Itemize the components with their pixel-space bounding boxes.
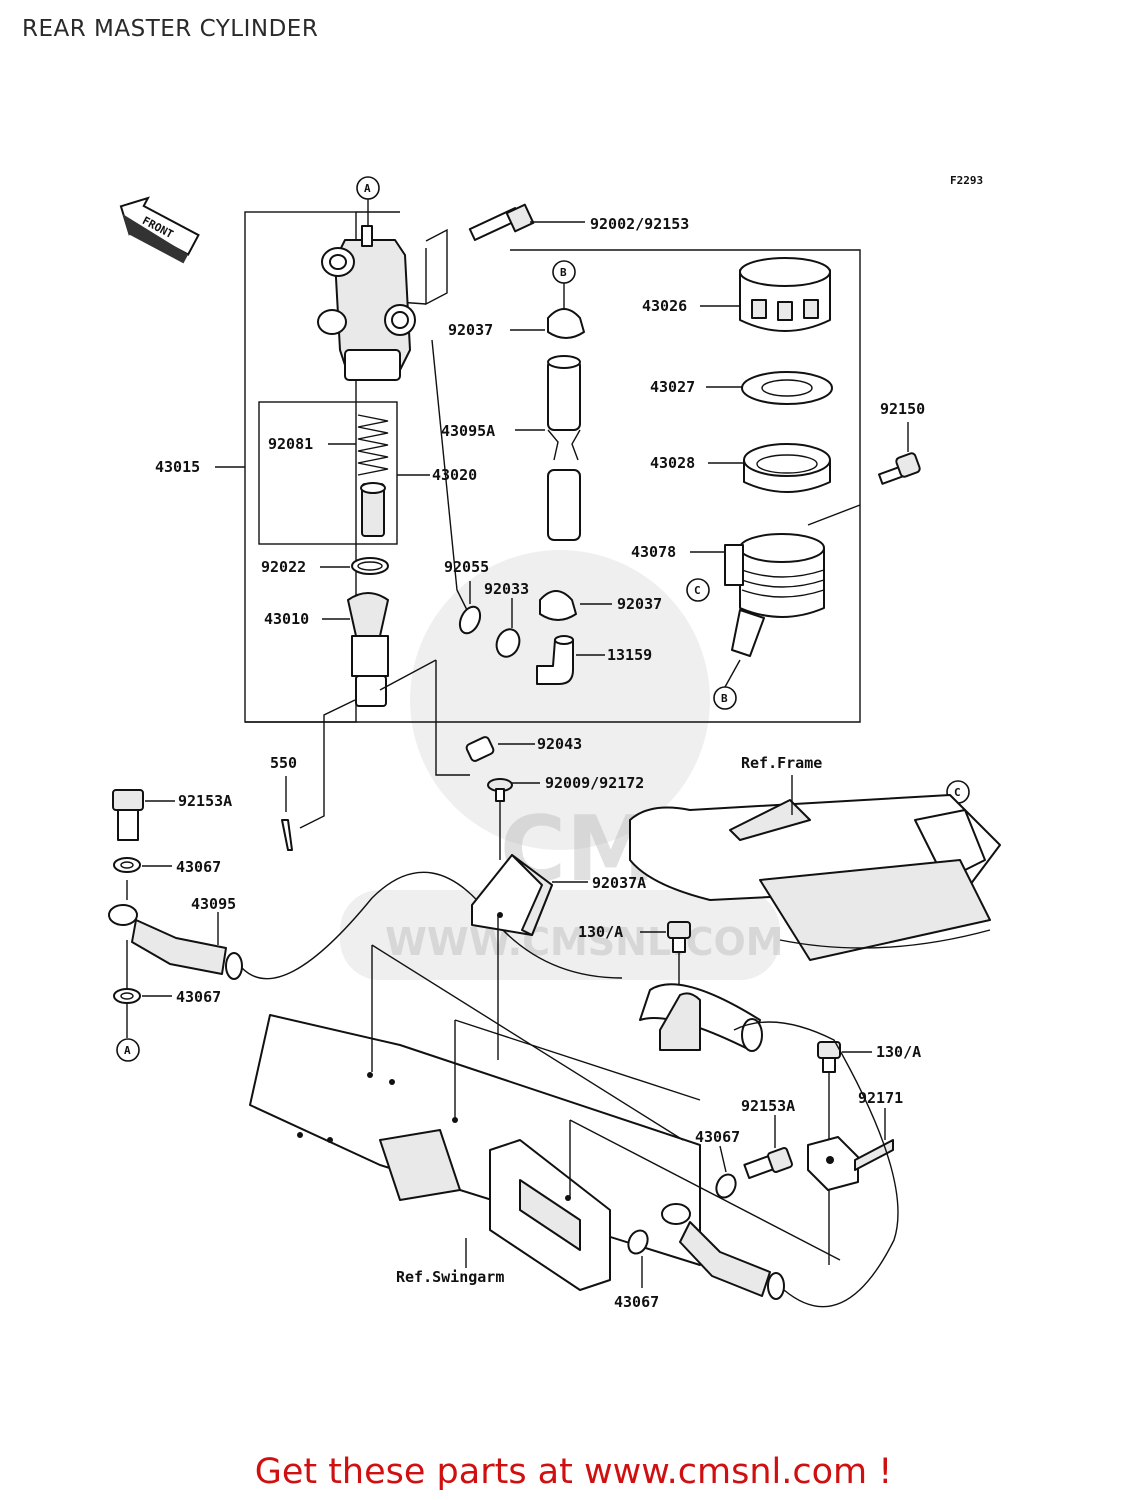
circlip-92033 [495, 628, 521, 658]
svg-text:B: B [721, 692, 728, 705]
brake-hose-43095 [108, 871, 623, 980]
label-92055: 92055 [444, 558, 489, 576]
label-43067-c: 43067 [695, 1128, 740, 1146]
o-ring-92055 [458, 605, 482, 635]
screw-92150 [878, 452, 921, 485]
cotter-pin-550 [281, 819, 293, 851]
callout-a-bottom: A [116, 1038, 140, 1062]
front-arrow-icon: FRONT [119, 196, 200, 264]
svg-text:A: A [364, 182, 371, 195]
hose-clamp-mid [539, 590, 577, 621]
callout-a-top: A [356, 176, 380, 200]
circlip-92022 [351, 557, 389, 575]
svg-text:A: A [124, 1044, 131, 1057]
reservoir-cap [739, 257, 831, 332]
svg-text:B: B [560, 266, 567, 279]
frame-reference [629, 794, 1001, 961]
label-92153A-right: 92153A [741, 1097, 795, 1115]
reservoir-diaphragm [743, 443, 831, 493]
label-550: 550 [270, 754, 297, 772]
callout-b-reservoir: B [713, 686, 737, 710]
watermark: CMS WWW.CMSNL.COM [340, 550, 784, 980]
label-43078: 43078 [631, 543, 676, 561]
label-43027: 43027 [650, 378, 695, 396]
label-92037-mid: 92037 [617, 595, 662, 613]
label-92150: 92150 [880, 400, 925, 418]
label-43026: 43026 [642, 297, 687, 315]
bolt-130a-right [817, 1041, 841, 1073]
frame-clamp [639, 983, 763, 1052]
figure-code: F2293 [950, 174, 983, 187]
label-92037A: 92037A [592, 874, 646, 892]
label-130A-right: 130/A [876, 1043, 921, 1061]
swingarm-reference [249, 1014, 701, 1291]
part-labels: 92002/92153 92037 43026 43027 43028 9215… [155, 215, 925, 1311]
label-92002-92153: 92002/92153 [590, 215, 689, 233]
footer-promo[interactable]: Get these parts at www.cmsnl.com ! [254, 1452, 893, 1492]
washer-43067-c [715, 1173, 737, 1199]
hose-guide-92037A [471, 854, 553, 936]
ref-frame-label: Ref.Frame [741, 754, 822, 772]
page-title: REAR MASTER CYLINDER [22, 16, 319, 42]
label-43095A: 43095A [441, 422, 495, 440]
washer-43067-a [113, 857, 141, 873]
svg-text:C: C [694, 584, 701, 597]
label-43067-b: 43067 [176, 988, 221, 1006]
svg-text:C: C [954, 786, 961, 799]
washer-43067-d [627, 1229, 649, 1255]
label-92081: 92081 [268, 435, 313, 453]
label-130A-top: 130/A [578, 923, 623, 941]
hose-elbow-13159 [536, 635, 574, 685]
master-cylinder-body [317, 225, 416, 381]
label-13159: 13159 [607, 646, 652, 664]
ref-swingarm-label: Ref.Swingarm [396, 1268, 504, 1286]
label-43020: 43020 [432, 466, 477, 484]
callout-b-top: B [552, 260, 576, 284]
assembly-frame-right [245, 249, 861, 723]
label-92037-top: 92037 [448, 321, 493, 339]
label-43095: 43095 [191, 895, 236, 913]
piston [360, 482, 386, 537]
label-92033: 92033 [484, 580, 529, 598]
hose-clamp-top [547, 308, 585, 339]
label-92022: 92022 [261, 558, 306, 576]
washer-43067-b [113, 988, 141, 1004]
bracket-92171 [807, 1136, 894, 1191]
label-43028: 43028 [650, 454, 695, 472]
label-43067-a: 43067 [176, 858, 221, 876]
reservoir-tank [724, 533, 825, 657]
label-43015: 43015 [155, 458, 200, 476]
spring-92081 [357, 414, 389, 476]
screw-92009 [487, 778, 513, 802]
label-92153A-left: 92153A [178, 792, 232, 810]
kit-box-43020 [258, 401, 398, 545]
label-92043: 92043 [537, 735, 582, 753]
banjo-bolt-right [743, 1147, 793, 1180]
label-92009-92172: 92009/92172 [545, 774, 644, 792]
reservoir-plate [741, 371, 833, 405]
callout-c-reservoir: C [686, 578, 710, 602]
label-43067-d: 43067 [614, 1293, 659, 1311]
label-43010: 43010 [264, 610, 309, 628]
reservoir-hose [547, 355, 581, 541]
brake-hose-lower [661, 1021, 899, 1308]
push-rod-43010 [347, 592, 389, 707]
bolt-92002 [468, 203, 535, 242]
banjo-bolt-left [112, 789, 144, 841]
watermark-url: WWW.CMSNL.COM [385, 920, 784, 964]
label-92171: 92171 [858, 1089, 903, 1107]
bolt-130a-top [667, 921, 691, 953]
pin-92043 [465, 736, 495, 762]
